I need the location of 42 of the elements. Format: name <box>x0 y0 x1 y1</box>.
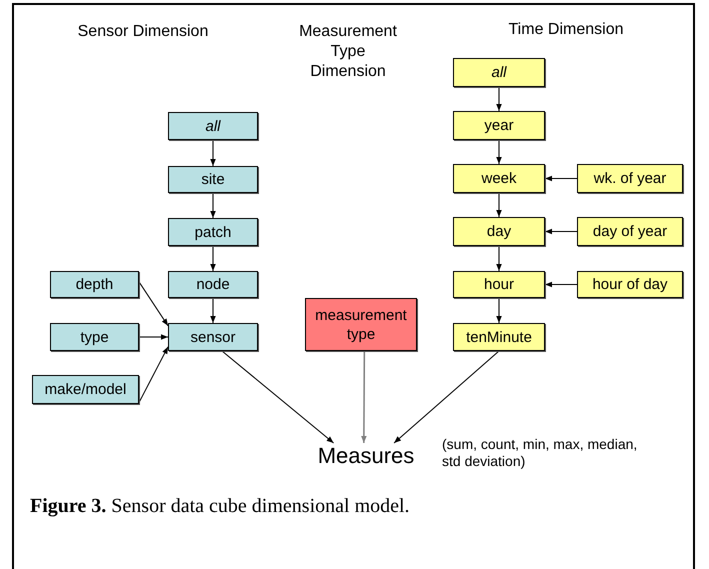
dimension-heading: Time Dimension <box>508 20 624 40</box>
dimension-level-box: all <box>168 112 258 140</box>
arrow <box>361 351 367 443</box>
arrow <box>210 246 216 272</box>
dimension-level-box: all <box>453 58 545 87</box>
arrow <box>138 334 168 340</box>
arrow <box>394 350 500 444</box>
dimension-level-box: patch <box>168 218 258 246</box>
arrow <box>496 246 502 272</box>
dimension-level-box: hour <box>453 271 545 298</box>
dimension-level-box: site <box>168 166 258 193</box>
dimension-heading: Sensor Dimension <box>76 22 210 42</box>
arrow <box>496 192 502 218</box>
arrow <box>210 298 216 324</box>
arrow <box>222 350 334 444</box>
dimension-level-box: make/model <box>32 375 139 404</box>
measures-label: Measures <box>312 443 420 469</box>
dimension-level-box: sensor <box>168 323 258 351</box>
arrow <box>496 140 502 164</box>
dimension-level-box: week <box>453 164 545 193</box>
arrow <box>544 282 578 288</box>
arrow <box>138 281 168 326</box>
arrow <box>138 346 168 404</box>
dimension-level-box: year <box>453 111 545 140</box>
dimension-level-box: type <box>50 323 139 351</box>
arrow <box>496 86 502 112</box>
dimension-level-box: wk. of year <box>577 164 683 193</box>
dimension-level-box: tenMinute <box>453 323 545 351</box>
dimension-level-box: day <box>453 217 545 246</box>
dimension-level-box: day of year <box>577 217 683 246</box>
dimension-heading: Measurement Type Dimension <box>298 22 398 82</box>
arrow <box>544 228 578 234</box>
dimension-level-box: hour of day <box>577 271 683 298</box>
aggregate-note: (sum, count, min, max, median, std deviation) <box>442 436 638 470</box>
arrow <box>210 140 216 166</box>
arrow <box>210 192 216 218</box>
dimension-level-box: node <box>168 271 258 298</box>
arrow <box>496 298 502 324</box>
dimension-level-box: depth <box>50 271 139 298</box>
dimension-level-box: measurement type <box>305 298 417 351</box>
figure-caption: Figure 3. Sensor data cube dimensional model. <box>30 494 410 518</box>
arrow <box>544 176 578 182</box>
